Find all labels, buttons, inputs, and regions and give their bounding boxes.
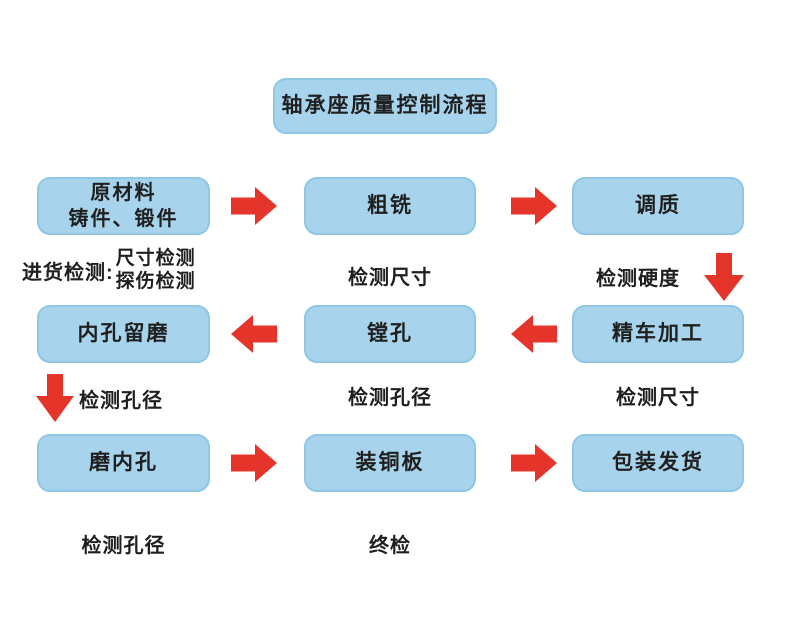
- label-incoming-inspection: 进货检测: 尺寸检测 探伤检测: [22, 247, 196, 293]
- incoming-inspection-prefix: 进货检测:: [22, 261, 114, 284]
- label-final-inspection: 终检: [369, 535, 411, 557]
- label-inspect-dimensions: 检测尺寸: [616, 387, 700, 409]
- process-box-label: 磨内孔: [89, 451, 158, 474]
- process-box-label: 装铜板: [355, 451, 425, 474]
- arrow-left-icon: [511, 315, 557, 353]
- label-inspect-dimensions: 检测尺寸: [348, 267, 432, 289]
- process-box-label: 原材料: [90, 182, 157, 204]
- arrow-right-icon: [231, 444, 277, 482]
- label-inspect-hole-diameter: 检测孔径: [348, 387, 432, 409]
- process-box-label: 粗铣: [367, 194, 413, 217]
- incoming-inspection-item: 尺寸检测: [115, 248, 196, 269]
- process-box-label: 内孔留磨: [77, 322, 170, 345]
- process-box-fine-turning: 精车加工: [572, 305, 744, 363]
- title-box: 轴承座质量控制流程: [273, 78, 497, 134]
- process-box-rough-milling: 粗铣: [304, 177, 476, 235]
- incoming-inspection-items: 尺寸检测 探伤检测: [116, 247, 196, 293]
- label-inspect-hole-diameter: 检测孔径: [79, 389, 163, 412]
- arrow-left-icon: [231, 315, 277, 353]
- label-inspect-hardness: 检测硬度: [596, 267, 680, 290]
- arrow-down-icon: [704, 253, 744, 301]
- arrow-right-icon: [231, 187, 277, 225]
- process-box-label: 包装发货: [612, 451, 704, 474]
- page-title: 轴承座质量控制流程: [281, 94, 489, 117]
- process-box-pack-ship: 包装发货: [572, 434, 744, 492]
- process-box-install-copper-plate: 装铜板: [304, 434, 476, 492]
- incoming-inspection-item: 探伤检测: [115, 271, 196, 292]
- arrow-right-icon: [511, 187, 557, 225]
- process-box-boring: 镗孔: [304, 305, 476, 363]
- process-box-raw-material: 原材料 铸件、锻件: [37, 177, 210, 235]
- label-inspect-hole-diameter: 检测孔径: [81, 535, 166, 557]
- process-box-tempering: 调质: [572, 177, 744, 235]
- process-box-label: 铸件、锻件: [68, 208, 179, 230]
- arrow-right-icon: [511, 444, 557, 482]
- process-box-label: 镗孔: [367, 322, 413, 345]
- process-box-grind-inner-hole: 磨内孔: [37, 434, 210, 492]
- process-box-label: 精车加工: [612, 322, 704, 345]
- process-box-label: 调质: [635, 194, 681, 217]
- arrow-down-icon: [36, 374, 74, 422]
- label-inspect-hole-diameter-group: 检测孔径: [36, 373, 163, 423]
- label-inspect-hardness-group: 检测硬度: [572, 251, 744, 301]
- process-box-bore-grinding-allowance: 内孔留磨: [37, 305, 210, 363]
